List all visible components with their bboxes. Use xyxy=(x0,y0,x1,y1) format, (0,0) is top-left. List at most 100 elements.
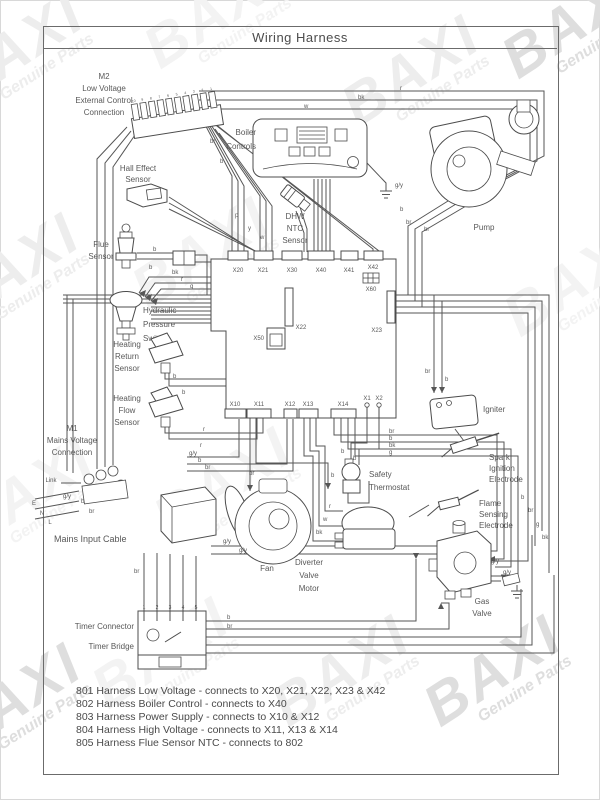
connector-x10: X10 xyxy=(230,402,241,408)
svg-text:Hydraulic: Hydraulic xyxy=(143,306,176,315)
svg-text:Sensor: Sensor xyxy=(88,252,114,261)
svg-text:bk: bk xyxy=(358,95,365,101)
svg-text:r: r xyxy=(203,427,205,433)
heating-return-sensor: Heating Return Sensor xyxy=(113,332,184,374)
svg-text:g/y: g/y xyxy=(189,451,197,457)
m2-pin: 8 xyxy=(150,96,153,100)
svg-text:b: b xyxy=(331,473,335,479)
svg-text:Flue: Flue xyxy=(93,240,109,249)
svg-text:bk: bk xyxy=(389,443,396,449)
flame-sensing-electrode: Flame Sensing Electrode xyxy=(427,489,513,530)
svg-text:Sensor: Sensor xyxy=(114,364,140,373)
connector-x20: X20 xyxy=(233,268,244,274)
svg-text:Connection: Connection xyxy=(52,448,92,457)
connector-x21: X21 xyxy=(258,268,269,274)
mains-link-label: Link xyxy=(45,478,57,484)
svg-text:Thermostat: Thermostat xyxy=(369,483,410,492)
svg-text:g/y: g/y xyxy=(63,494,71,500)
svg-text:b: b xyxy=(341,449,345,455)
svg-text:Flame: Flame xyxy=(479,499,502,508)
svg-text:bk: bk xyxy=(172,270,179,276)
svg-text:Spark: Spark xyxy=(489,453,511,462)
svg-text:NTC: NTC xyxy=(287,224,304,233)
timer-connector: 1 2 3 4 5 Timer Connector Timer Bridge xyxy=(75,605,207,670)
svg-text:Sensor: Sensor xyxy=(114,418,140,427)
svg-text:g/y: g/y xyxy=(239,548,247,554)
fan: Fan xyxy=(224,478,312,573)
pump-label: Pump xyxy=(474,223,495,232)
connector-x23: X23 xyxy=(371,328,382,334)
legend-801: 801 Harness Low Voltage - connects to X2… xyxy=(76,685,386,697)
m2-label: M2 xyxy=(98,72,110,81)
connector-x30: X30 xyxy=(287,268,298,274)
svg-text:b: b xyxy=(400,207,404,213)
svg-text:Mains Voltage: Mains Voltage xyxy=(47,436,98,445)
connector-x60: X60 xyxy=(366,287,377,293)
svg-text:Controls: Controls xyxy=(226,142,256,151)
svg-text:Ignition: Ignition xyxy=(489,464,515,473)
svg-text:g/y: g/y xyxy=(503,570,511,576)
svg-text:Motor: Motor xyxy=(299,584,320,593)
svg-text:br: br xyxy=(89,509,94,515)
timer-pin: 1 xyxy=(143,605,146,611)
connector-x1: X1 xyxy=(363,396,371,402)
svg-text:b: b xyxy=(81,499,85,505)
m2-terminal-block: 1 2 3 4 5 6 7 8 9 10 M2 Low Voltage Exte… xyxy=(75,72,225,140)
harness-top-runs xyxy=(199,90,545,307)
svg-text:External Control: External Control xyxy=(75,96,133,105)
svg-text:M1: M1 xyxy=(66,424,78,433)
svg-text:b: b xyxy=(153,247,157,253)
svg-text:b: b xyxy=(227,615,231,621)
svg-text:Valve: Valve xyxy=(299,571,319,580)
hall-effect-sensor: Hall Effect Sensor xyxy=(120,164,168,208)
mains-l: L xyxy=(48,520,52,526)
dhw-ntc-sensor: DHW NTC Sensor xyxy=(280,184,311,245)
earth-clamp xyxy=(501,572,523,599)
connector-x40: X40 xyxy=(316,268,327,274)
svg-text:b: b xyxy=(173,374,177,380)
svg-text:b: b xyxy=(182,390,186,396)
svg-text:b: b xyxy=(198,458,202,464)
page-frame xyxy=(43,26,559,775)
boiler-controls: Boiler Controls xyxy=(226,118,368,178)
svg-text:w: w xyxy=(322,517,328,523)
connector-x14: X14 xyxy=(338,402,349,408)
svg-text:br: br xyxy=(406,220,411,226)
timer-bridge-label: Timer Bridge xyxy=(89,642,135,651)
svg-text:r: r xyxy=(181,277,183,283)
svg-text:br: br xyxy=(227,624,232,630)
m1-mains-connection: M1 Mains Voltage Connection Link E N L M… xyxy=(32,424,217,544)
svg-text:b: b xyxy=(353,456,357,462)
pcb-board: X20 X21 X30 X40 X41 X42 X60 X22 X23 X50 … xyxy=(210,250,397,419)
svg-text:Pressure: Pressure xyxy=(143,320,176,329)
m2-pin: 2 xyxy=(201,88,204,92)
svg-text:g: g xyxy=(536,522,539,528)
svg-text:br: br xyxy=(134,569,139,575)
m2-pin: 10 xyxy=(131,99,136,104)
svg-text:g: g xyxy=(389,450,392,456)
svg-text:b: b xyxy=(220,159,224,165)
svg-text:Valve: Valve xyxy=(472,609,492,618)
diverter-valve-motor: Diverter Valve Motor xyxy=(295,506,396,593)
svg-text:g: g xyxy=(190,284,193,290)
svg-text:p: p xyxy=(235,213,239,219)
timer-pin: 3 xyxy=(169,605,172,611)
svg-text:Heating: Heating xyxy=(113,394,141,403)
harness-legend: 801 Harness Low Voltage - connects to X2… xyxy=(76,685,385,750)
igniter-label: Igniter xyxy=(483,405,506,414)
fan-label: Fan xyxy=(260,564,274,573)
page-title: Wiring Harness xyxy=(252,29,348,45)
mains-e: E xyxy=(32,501,36,507)
mains-n: N xyxy=(40,511,44,517)
connector-x12: X12 xyxy=(285,402,296,408)
svg-text:b: b xyxy=(149,265,153,271)
title-bar: Wiring Harness xyxy=(43,26,557,49)
svg-text:g/y: g/y xyxy=(223,539,231,545)
svg-text:b: b xyxy=(389,436,393,442)
svg-text:Electrode: Electrode xyxy=(479,521,513,530)
heating-flow-sensor: Heating Flow Sensor xyxy=(113,386,184,428)
svg-text:br: br xyxy=(425,369,430,375)
svg-text:g/y: g/y xyxy=(395,183,403,189)
m2-pin: 3 xyxy=(193,89,196,93)
